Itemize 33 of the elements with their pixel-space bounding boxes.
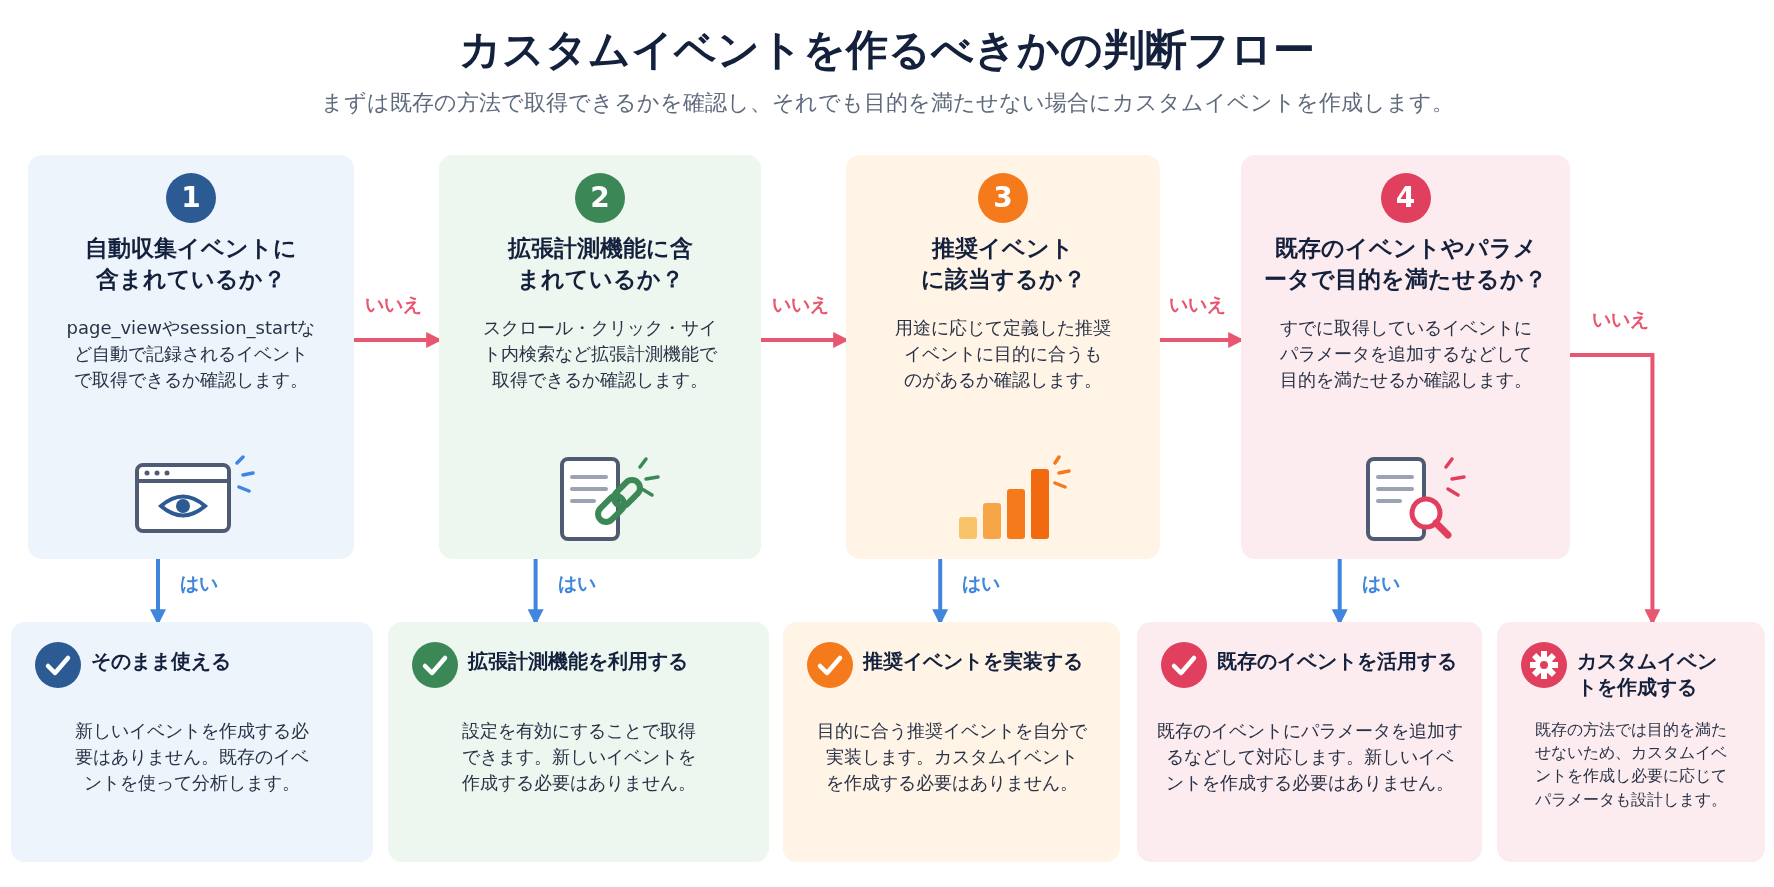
result-card bbox=[11, 622, 373, 862]
step-question: 既存のイベントやパラメータで目的を満たせるか？ bbox=[1263, 234, 1548, 295]
step-description: スクロール・クリック・サイト内検索など拡張計測機能で取得できるか確認します。 bbox=[482, 316, 718, 393]
step-description: page_viewやsession_startなど自動で記録されるイベントで取得できるか確認します。 bbox=[65, 316, 317, 393]
result-card bbox=[1137, 622, 1482, 862]
result-description: 設定を有効にすることで取得できます。新しいイベントを作成する必要はありません。 bbox=[460, 719, 697, 796]
step-number: 3 bbox=[978, 173, 1028, 223]
result-title: そのまま使える bbox=[91, 648, 232, 674]
result-title: 既存のイベントを活用する bbox=[1217, 648, 1458, 674]
subtitle: まずは既存の方法で取得できるかを確認し、それでも目的を満たせない場合にカスタムイベントを作成します。 bbox=[319, 89, 1455, 117]
result-card bbox=[1497, 622, 1765, 862]
step-question: 自動収集イベントに含まれているか？ bbox=[84, 234, 298, 295]
step-question: 拡張計測機能に含まれているか？ bbox=[506, 234, 694, 295]
step-description: すでに取得しているイベントにパラメータを追加するなどして目的を満たせるか確認します。 bbox=[1278, 316, 1533, 393]
result-description: 既存の方法では目的を満たせないため、カスタムイベントを作成し必要に応じてパラメータも設計します。 bbox=[1534, 719, 1728, 811]
step-card bbox=[439, 155, 761, 559]
result-description: 既存のイベントにパラメータを追加するなどして対応します。新しいイベントを作成する必要はありません。 bbox=[1155, 719, 1464, 796]
step-number: 2 bbox=[575, 173, 625, 223]
result-title: カスタムイベントを作成する bbox=[1577, 648, 1718, 700]
step-card bbox=[1241, 155, 1570, 559]
step-description: 用途に応じて定義した推奨イベントに目的に合うものがあるか確認します。 bbox=[894, 316, 1112, 393]
step-number: 1 bbox=[166, 173, 216, 223]
step-card bbox=[846, 155, 1160, 559]
result-card bbox=[783, 622, 1120, 862]
result-title: 拡張計測機能を利用する bbox=[468, 648, 689, 674]
result-description: 新しいイベントを作成する必要はありません。既存のイベントを使って分析します。 bbox=[74, 719, 310, 796]
step-question: 推奨イベントに該当するか？ bbox=[919, 234, 1087, 295]
result-title: 推奨イベントを実装する bbox=[863, 648, 1084, 674]
step-card bbox=[28, 155, 354, 559]
title: カスタムイベントを作るべきかの判断フロー bbox=[458, 24, 1316, 76]
step-number: 4 bbox=[1380, 173, 1431, 223]
result-card bbox=[388, 622, 769, 862]
result-description: 目的に合う推奨イベントを自分で実装します。カスタムイベントを作成する必要はありません。 bbox=[815, 719, 1088, 796]
